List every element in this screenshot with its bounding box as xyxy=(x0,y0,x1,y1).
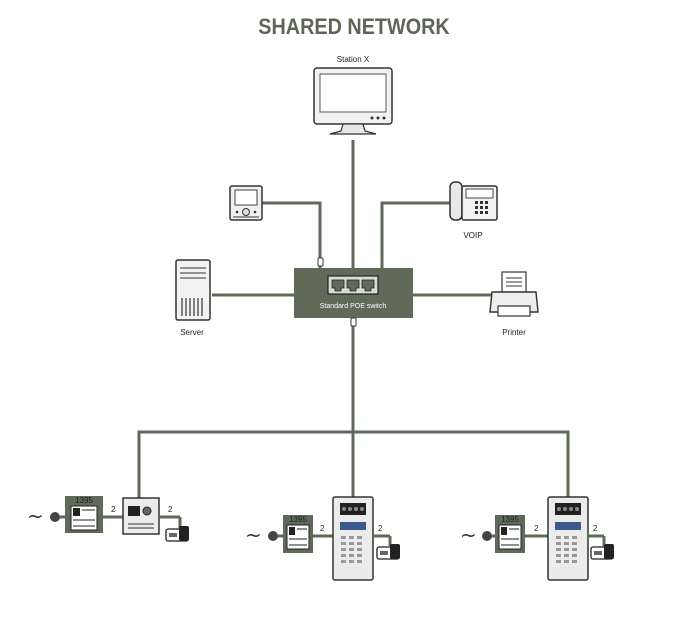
wire-count-label: 2 xyxy=(378,524,383,533)
mains-tilde-icon: ~ xyxy=(460,523,477,547)
psu-module-icon xyxy=(498,524,522,550)
wire-count-label: 2 xyxy=(320,524,325,533)
server-label: Server xyxy=(180,328,204,337)
printer-icon xyxy=(489,271,539,317)
psu-module-icon xyxy=(286,524,310,550)
wire-count-label: 2 xyxy=(534,524,539,533)
wire-count-label: 2 xyxy=(168,505,173,514)
line-voip-switch xyxy=(380,201,450,268)
psu-1395-label: 1395 xyxy=(289,515,307,524)
entrance-panel-icon xyxy=(332,496,374,581)
switch-label: Standard POE switch xyxy=(320,303,387,310)
wire-count-label: 2 xyxy=(111,505,116,514)
wire-count-label: 2 xyxy=(593,524,598,533)
poe-switch xyxy=(294,257,413,327)
door-lock-icon xyxy=(376,544,400,560)
voip-label: VOIP xyxy=(463,231,482,240)
door-unit-1: ~ 1395 2 2 xyxy=(27,496,189,542)
entrance-panel-icon xyxy=(547,496,589,581)
station-label: Station X xyxy=(337,55,370,64)
line-bus-left xyxy=(137,430,570,498)
door-unit-3: ~ 1395 2 xyxy=(460,496,614,581)
psu-1395-label: 1395 xyxy=(501,515,519,524)
door-lock-icon xyxy=(590,544,614,560)
psu-1395-label: 1395 xyxy=(75,496,93,505)
door-unit-2: ~ 1395 2 xyxy=(245,496,400,581)
voip-phone-icon xyxy=(449,181,498,221)
door-lock-icon xyxy=(165,526,189,542)
entrance-panel-icon xyxy=(122,497,160,535)
server-icon xyxy=(175,259,211,321)
psu-module-icon xyxy=(70,505,98,531)
station-monitor-icon xyxy=(313,67,393,135)
video-monitor-icon xyxy=(229,185,263,221)
mains-tilde-icon: ~ xyxy=(245,523,262,547)
line-monitor-switch xyxy=(262,201,322,268)
mains-tilde-icon: ~ xyxy=(27,504,44,528)
connection-lines xyxy=(137,140,570,498)
printer-label: Printer xyxy=(502,328,526,337)
diagram-title: SHARED NETWORK xyxy=(258,14,450,39)
